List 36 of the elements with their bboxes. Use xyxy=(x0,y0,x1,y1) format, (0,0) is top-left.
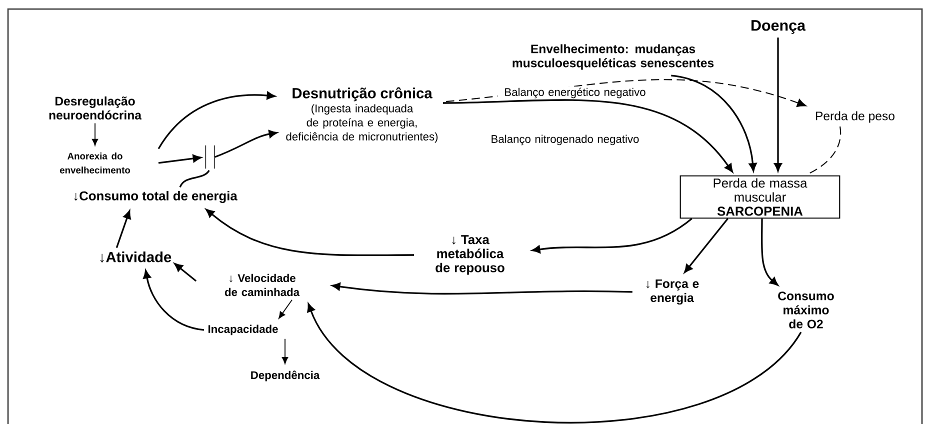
arrow xyxy=(92,122,98,146)
arrow xyxy=(282,338,288,364)
arrow xyxy=(143,270,204,331)
effect-label: ↓ Velocidade de caminhada xyxy=(224,274,300,296)
arrow xyxy=(684,218,728,273)
edge-label: Balanço nitrogenado negativo xyxy=(488,134,642,146)
arrow xyxy=(158,154,202,164)
cause-label: Desregulação neuroendócrina xyxy=(49,96,142,120)
arrow xyxy=(332,282,632,295)
arrow xyxy=(774,38,782,172)
effect-label: Dependência xyxy=(251,370,320,382)
arrow xyxy=(206,208,414,256)
effect-label: ↓ Taxa metabólica de repouso xyxy=(436,235,504,275)
effect-label: Consumo máximo de O2 xyxy=(778,292,834,328)
arrow xyxy=(174,263,197,282)
arrow xyxy=(532,218,692,254)
edge-label: Balanço energético negativo xyxy=(498,86,652,100)
arrow xyxy=(158,92,276,150)
arrow xyxy=(307,303,802,423)
arrow xyxy=(214,130,278,158)
arrow xyxy=(278,299,292,319)
arrow xyxy=(442,99,733,172)
effect-label: ↓Consumo total de energia xyxy=(74,190,238,204)
effect-label: Perda de peso xyxy=(816,111,894,123)
cause-label: Doença xyxy=(752,20,806,34)
effect-label: ↓ Força e energia xyxy=(646,279,699,305)
effect-label: ↓Atividade xyxy=(100,251,172,263)
arrow xyxy=(116,210,131,248)
effect-label: Incapacidade xyxy=(208,324,278,336)
cause-label: Anorexia do envelhecimento xyxy=(60,152,130,174)
arrow xyxy=(761,218,778,286)
cause-label: Desnutrição crônica (Ingesta inadequada de proteína e energia, deficiência de micronutrientes) xyxy=(286,87,438,143)
cause-label: Envelhecimento: mudanças musculoesqueléticas senescentes xyxy=(512,44,714,70)
blocking-bar xyxy=(205,145,215,169)
arrow xyxy=(671,74,757,172)
process-box: Perda de massa muscular SARCOPENIA xyxy=(680,175,840,219)
